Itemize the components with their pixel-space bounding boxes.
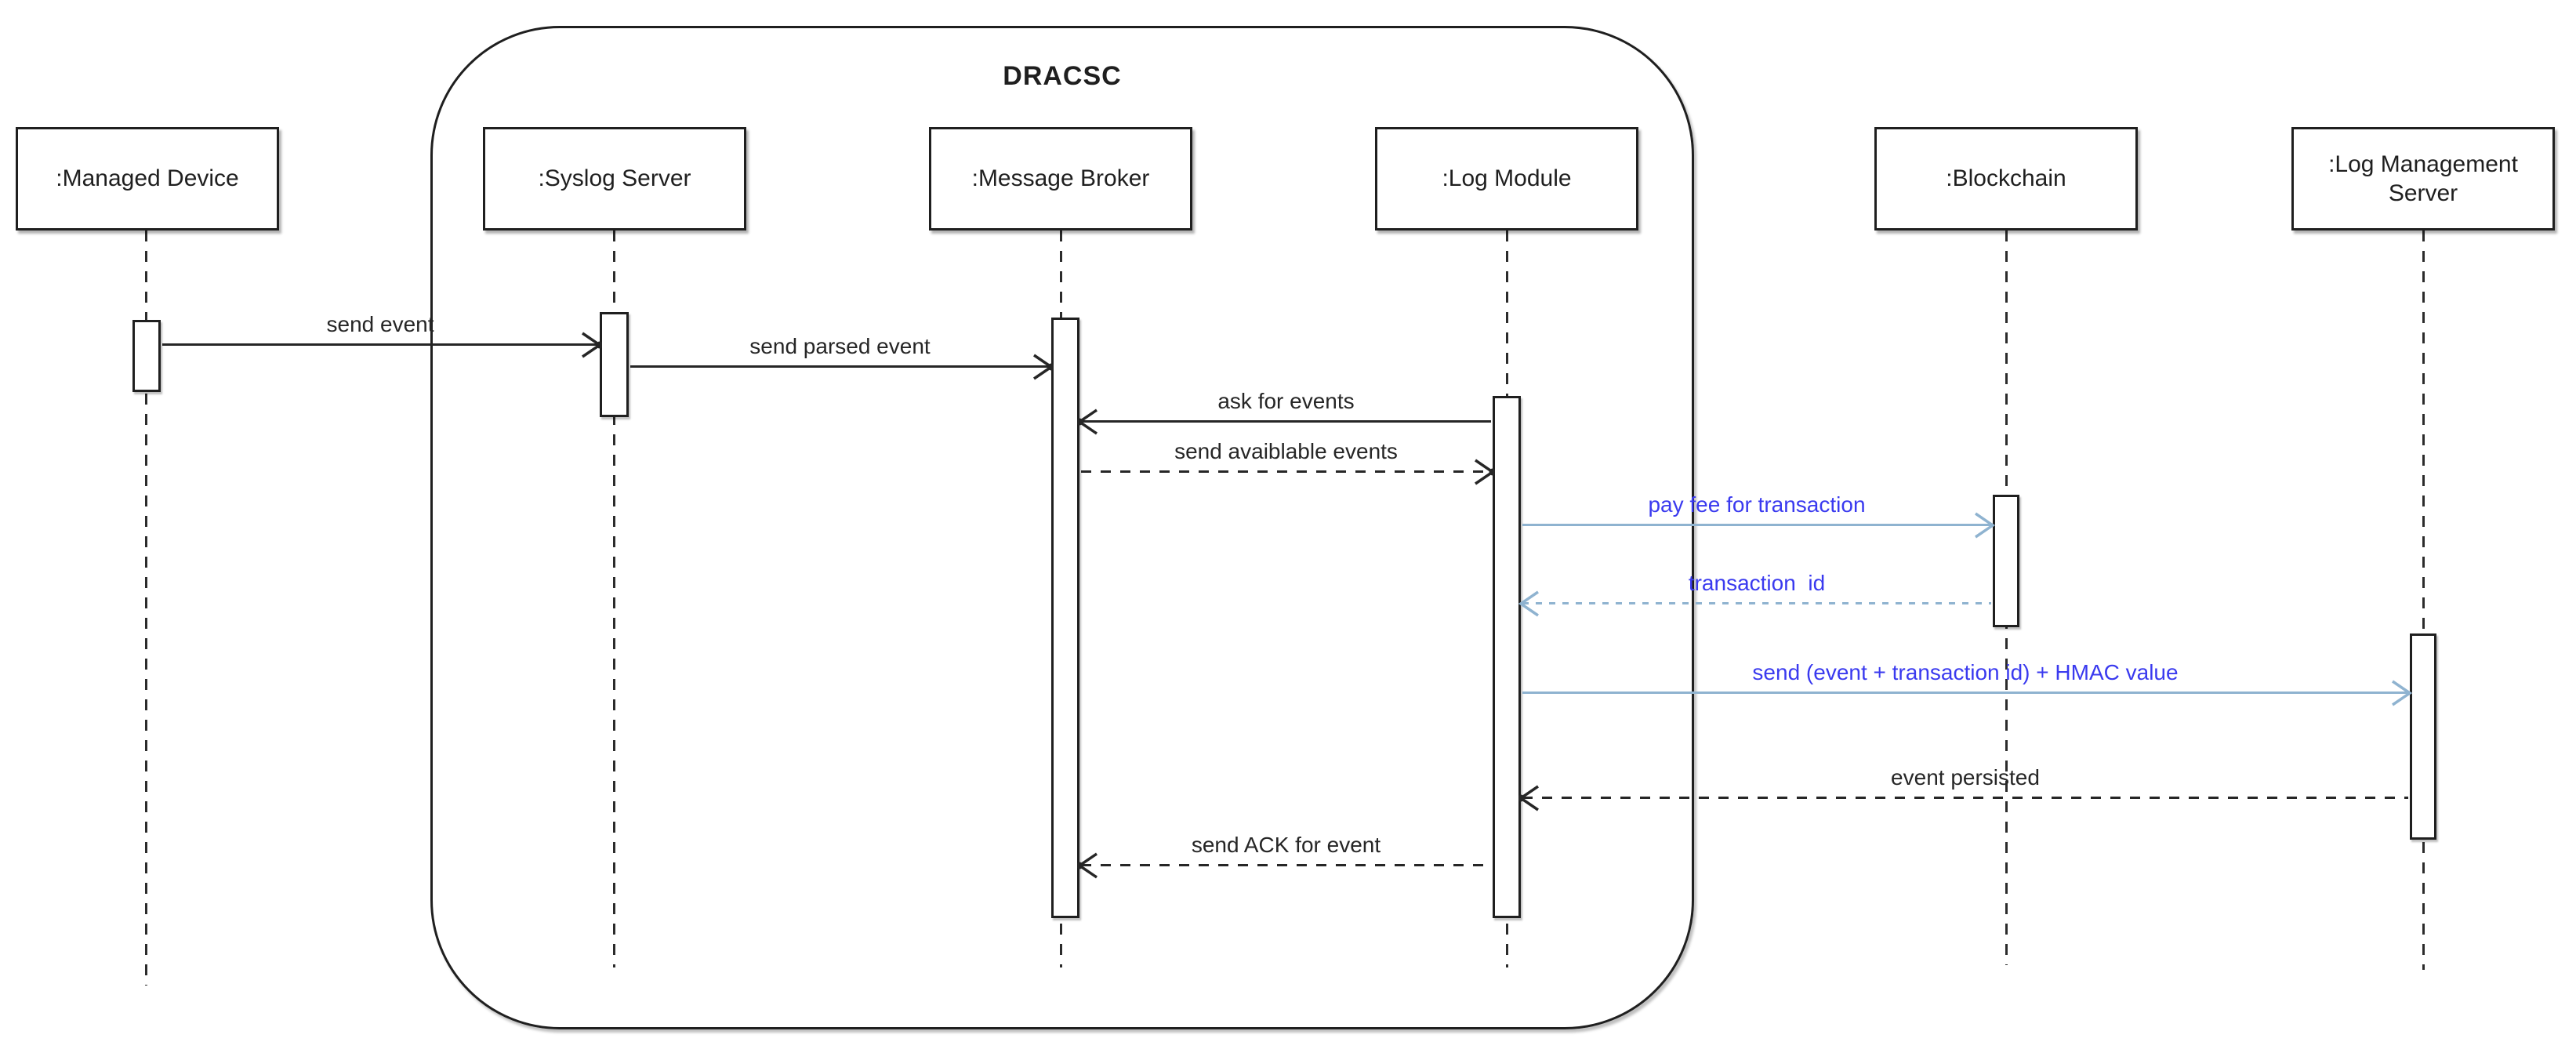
actor-box-managed-device: :Managed Device: [16, 127, 279, 231]
message-line-event-persisted: [1522, 797, 2408, 799]
lifeline-managed-device: [145, 231, 147, 986]
message-line-ask-for-events: [1081, 420, 1491, 423]
message-line-send-ack-for-event: [1081, 864, 1491, 866]
message-label-send-parsed-event: send parsed event: [749, 334, 931, 358]
message-label-send-ack-for-event: send ACK for event: [1191, 833, 1381, 857]
message-line-send-event: [162, 343, 598, 346]
message-transaction-id: transaction id: [1518, 571, 1993, 617]
message-label-event-persisted: event persisted: [1891, 765, 2040, 790]
message-send-parsed-event: send parsed event: [629, 334, 1054, 380]
activation-bar-syslog-server: [600, 312, 629, 417]
arrowhead-icon: [1518, 785, 1539, 811]
actor-box-message-broker: :Message Broker: [929, 127, 1192, 231]
message-label-send-event: send event: [326, 312, 434, 336]
frame-title: DRACSC: [1003, 61, 1122, 91]
actor-label: :Message Broker: [971, 165, 1150, 192]
actor-label: :Log Module: [1442, 165, 1572, 192]
actor-box-blockchain: :Blockchain: [1874, 127, 2138, 231]
message-label-pay-fee-for-transaction: pay fee for transaction: [1648, 492, 1866, 517]
activation-bar-blockchain: [1993, 495, 2019, 627]
arrowhead-icon: [1077, 852, 1098, 879]
message-line-send-parsed-event: [630, 365, 1050, 368]
actor-label: :Managed Device: [56, 165, 239, 192]
arrowhead-icon: [582, 332, 602, 358]
activation-bar-message-broker: [1051, 318, 1079, 918]
message-event-persisted: event persisted: [1518, 765, 2410, 811]
message-pay-fee-for-transaction: pay fee for transaction: [1521, 492, 1995, 539]
arrowhead-icon: [1033, 354, 1054, 380]
dracsc-system-frame: DRACSC: [430, 26, 1694, 1029]
activation-bar-log-module: [1493, 396, 1521, 918]
actor-label: :Blockchain: [1946, 165, 2066, 192]
message-send-event: send event: [161, 312, 602, 358]
actor-box-log-management-server: :Log Management Server: [2291, 127, 2555, 231]
arrowhead-icon: [1475, 459, 1495, 485]
message-label-transaction-id: transaction id: [1688, 571, 1826, 595]
actor-box-syslog-server: :Syslog Server: [483, 127, 746, 231]
message-label-send-event-transaction-id-hmac: send (event + transaction id) + HMAC val…: [1752, 660, 2179, 684]
arrowhead-icon: [2392, 680, 2412, 706]
message-label-send-available-events: send avaiblable events: [1174, 439, 1398, 463]
actor-box-log-module: :Log Module: [1375, 127, 1638, 231]
message-send-ack-for-event: send ACK for event: [1077, 833, 1493, 879]
arrowhead-icon: [1518, 590, 1539, 617]
message-line-send-event-transaction-id-hmac: [1522, 692, 2408, 694]
activation-bar-managed-device: [132, 320, 161, 392]
actor-label: :Log Management Server: [2328, 151, 2518, 207]
lifeline-log-management-server: [2422, 231, 2425, 970]
message-line-send-available-events: [1081, 470, 1491, 473]
message-send-available-events: send avaiblable events: [1079, 439, 1495, 485]
message-line-transaction-id: [1522, 602, 1991, 604]
arrowhead-icon: [1077, 408, 1098, 435]
message-line-pay-fee-for-transaction: [1522, 524, 1991, 526]
arrowhead-icon: [1975, 512, 1995, 539]
message-send-event-transaction-id-hmac: send (event + transaction id) + HMAC val…: [1521, 660, 2412, 706]
activation-bar-log-management-server: [2410, 633, 2436, 840]
lifeline-syslog-server: [613, 231, 615, 967]
message-ask-for-events: ask for events: [1077, 389, 1493, 435]
actor-label: :Syslog Server: [538, 165, 691, 192]
message-label-ask-for-events: ask for events: [1217, 389, 1355, 413]
